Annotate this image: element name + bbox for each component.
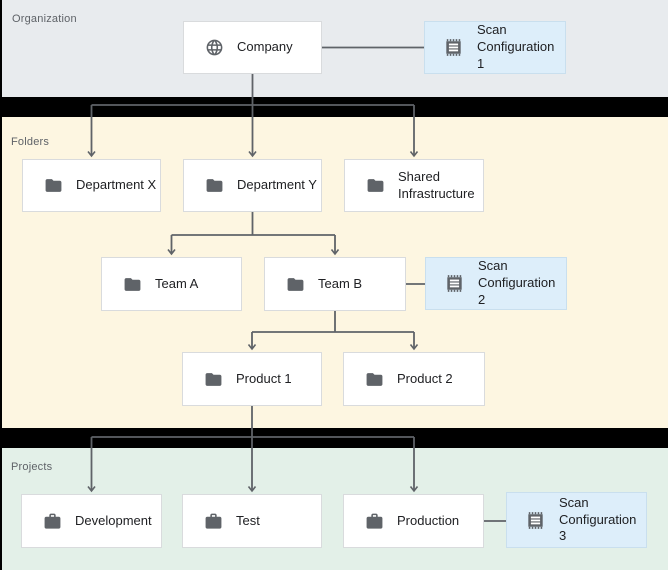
node-product-2: Product 2 bbox=[343, 352, 485, 406]
organization-band bbox=[0, 0, 668, 97]
folder-icon bbox=[366, 176, 385, 195]
node-label: Scan Configuration 2 bbox=[478, 258, 556, 307]
node-production: Production bbox=[343, 494, 484, 548]
node-test: Test bbox=[182, 494, 322, 548]
folder-icon bbox=[44, 176, 63, 195]
briefcase-icon bbox=[43, 512, 62, 531]
folder-icon bbox=[286, 275, 305, 294]
node-label: Product 2 bbox=[397, 370, 453, 386]
node-scan-config-1: Scan Configuration 1 bbox=[424, 21, 566, 74]
folder-icon bbox=[205, 176, 224, 195]
node-label: Department Y bbox=[237, 177, 317, 193]
node-label: Scan Configuration 1 bbox=[477, 22, 555, 71]
projects-section-label: Projects bbox=[11, 461, 53, 473]
scan-config-icon bbox=[443, 272, 466, 295]
organization-section-label: Organization bbox=[12, 13, 77, 25]
node-shared-infrastructure: Shared Infrastructure bbox=[344, 159, 484, 212]
node-team-a: Team A bbox=[101, 257, 242, 311]
node-scan-config-3: Scan Configuration 3 bbox=[506, 492, 647, 548]
scan-config-icon bbox=[442, 36, 465, 59]
node-company: Company bbox=[183, 21, 322, 74]
scan-config-icon bbox=[524, 509, 547, 532]
left-edge-border bbox=[0, 0, 2, 570]
globe-icon bbox=[205, 38, 224, 57]
divider-band-top bbox=[0, 97, 668, 117]
node-label: Team B bbox=[318, 275, 363, 291]
node-label: Department X bbox=[76, 177, 157, 193]
node-team-b: Team B bbox=[264, 257, 406, 311]
node-label: Test bbox=[236, 512, 260, 528]
node-department-x: Department X bbox=[22, 159, 161, 212]
node-development: Development bbox=[21, 494, 162, 548]
node-label: Shared Infrastructure bbox=[398, 168, 475, 201]
node-label: Development bbox=[75, 512, 152, 528]
folders-section-label: Folders bbox=[11, 136, 50, 148]
folder-icon bbox=[204, 370, 223, 389]
divider-band-bottom bbox=[0, 428, 668, 448]
folder-icon bbox=[123, 275, 142, 294]
node-department-y: Department Y bbox=[183, 159, 322, 212]
node-label: Product 1 bbox=[236, 370, 292, 386]
node-label: Scan Configuration 3 bbox=[559, 494, 637, 544]
node-product-1: Product 1 bbox=[182, 352, 322, 406]
briefcase-icon bbox=[204, 512, 223, 531]
briefcase-icon bbox=[365, 512, 384, 531]
node-label: Production bbox=[397, 512, 460, 528]
folder-icon bbox=[365, 370, 384, 389]
node-label: Team A bbox=[155, 275, 199, 291]
node-scan-config-2: Scan Configuration 2 bbox=[425, 257, 567, 310]
node-label: Company bbox=[237, 39, 293, 55]
